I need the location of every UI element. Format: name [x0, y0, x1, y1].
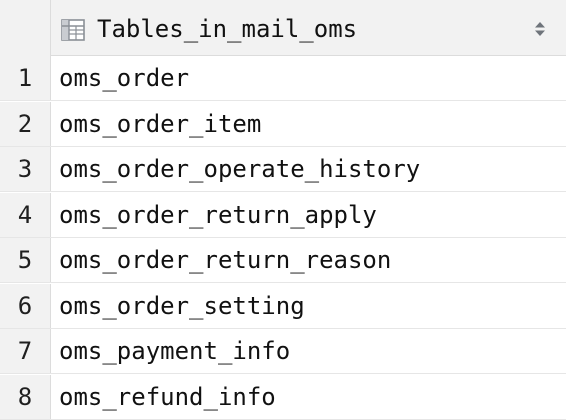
row-number[interactable]: 1 [0, 56, 51, 100]
row-number[interactable]: 7 [0, 329, 51, 373]
row-number[interactable]: 2 [0, 101, 51, 146]
table-row[interactable]: 4 oms_order_return_apply [0, 192, 566, 238]
table-cell[interactable]: oms_order_setting [59, 291, 305, 320]
row-number[interactable]: 5 [0, 238, 51, 282]
sort-arrows-icon[interactable] [534, 20, 546, 38]
column-header-label: Tables_in_mail_oms [97, 15, 358, 43]
table-row[interactable]: 2 oms_order_item [0, 101, 566, 147]
row-number[interactable]: 8 [0, 374, 51, 419]
column-header-tables[interactable]: Tables_in_mail_oms [51, 0, 566, 56]
table-row[interactable]: 5 oms_order_return_reason [0, 238, 566, 283]
table-row[interactable]: 3 oms_order_operate_history [0, 147, 566, 192]
row-number[interactable]: 4 [0, 192, 51, 237]
row-number[interactable]: 6 [0, 283, 51, 328]
table-cell[interactable]: oms_order [59, 64, 190, 92]
row-number[interactable]: 3 [0, 147, 51, 191]
table-cell[interactable]: oms_order_item [59, 109, 262, 138]
table-cell[interactable]: oms_refund_info [59, 382, 276, 411]
table-row[interactable]: 7 oms_payment_info [0, 329, 566, 374]
table-row[interactable]: 1 oms_order [0, 56, 566, 101]
grid-header: Tables_in_mail_oms [0, 0, 566, 56]
table-cell[interactable]: oms_order_return_reason [59, 246, 392, 274]
table-icon [61, 19, 85, 41]
table-row[interactable]: 8 oms_refund_info [0, 374, 566, 420]
table-cell[interactable]: oms_order_return_apply [59, 200, 377, 229]
table-cell[interactable]: oms_payment_info [59, 337, 291, 365]
table-row[interactable]: 6 oms_order_setting [0, 283, 566, 329]
row-number-corner[interactable] [0, 0, 51, 56]
table-cell[interactable]: oms_order_operate_history [59, 155, 421, 183]
